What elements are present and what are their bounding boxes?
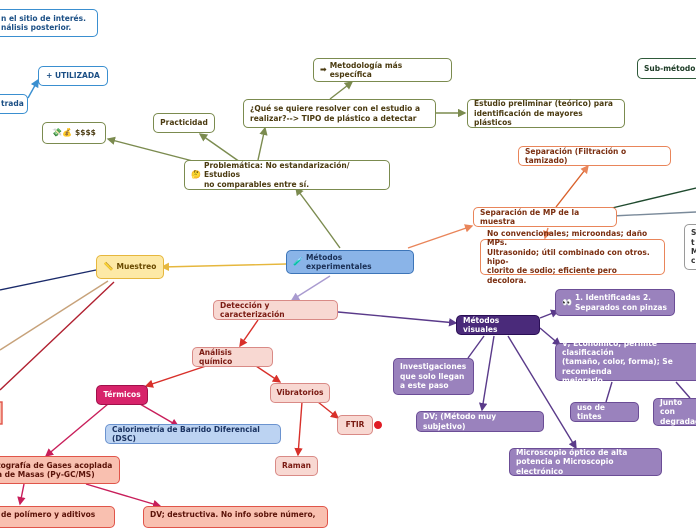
dv-destructiva-node[interactable]: DV; destructiva. No info sobre número, bbox=[143, 506, 328, 528]
money-icon: 💸💰 bbox=[52, 128, 73, 137]
investigaciones-node[interactable]: Investigaciones que solo llegan a este p… bbox=[393, 358, 474, 395]
edge-visuales-investigaciones bbox=[467, 335, 485, 359]
dsc-node[interactable]: Calorimetría de Barrido Diferencial (DSC… bbox=[105, 424, 281, 444]
central-node-metodos-experimentales[interactable]: 🧪Métodos experimentales bbox=[286, 250, 414, 274]
separacion-filtracion-node[interactable]: Separación (Filtración o tamizado) bbox=[518, 146, 671, 166]
edge-vibratorios-ftir bbox=[317, 401, 340, 419]
dinero-node[interactable]: 💸💰$$$$ bbox=[42, 122, 106, 144]
ftir-node[interactable]: FTIR bbox=[337, 415, 373, 435]
edge-visuales-microscopio bbox=[507, 335, 577, 450]
edge-veconomico-tintes bbox=[605, 381, 613, 403]
edge-separacion-filtracion bbox=[555, 164, 589, 208]
pregunta-node[interactable]: ¿Qué se quiere resolver con el estudio a… bbox=[243, 99, 436, 128]
edge-muestreo-left3 bbox=[0, 281, 115, 391]
edge-pregunta-metodologia bbox=[329, 81, 354, 100]
edge-vibratorios-raman bbox=[294, 401, 303, 457]
metodos-visuales-node[interactable]: Métodos visuales bbox=[456, 315, 540, 335]
edge-termicos-pygcms bbox=[44, 403, 109, 457]
no-convencionales-node[interactable]: No convencionales; microondas; daño MPs.… bbox=[480, 229, 665, 285]
red-dot-icon bbox=[374, 421, 382, 429]
junto-con-node[interactable]: Junto con degradac bbox=[653, 398, 696, 426]
pencil-icon: 📏 bbox=[103, 262, 114, 271]
edge-deteccion-analisis bbox=[239, 319, 259, 348]
edge-termicos-dsc bbox=[139, 403, 180, 427]
edge-problematica-pregunta bbox=[257, 126, 268, 161]
identificadas-node[interactable]: 👀1. Identificadas 2. Separados con pinza… bbox=[555, 289, 675, 316]
right-edge-box[interactable]: S t M c bbox=[684, 224, 696, 270]
edge-trada-utilizada bbox=[27, 78, 39, 99]
edge-veconomico-junto bbox=[675, 381, 691, 399]
edge-central-separacion bbox=[407, 224, 474, 249]
py-gc-ms-node[interactable]: tografía de Gases acoplada a de Masas (P… bbox=[0, 456, 120, 484]
trada-node[interactable]: trada bbox=[0, 94, 28, 114]
microscopio-node[interactable]: Microscopio óptico de alta potencia o Mi… bbox=[509, 448, 662, 476]
metodologia-node[interactable]: ➡Metodología más específica bbox=[313, 58, 452, 82]
sub-metodo-node[interactable]: Sub-método; bbox=[637, 58, 696, 79]
uso-tintes-node[interactable]: uso de tintes bbox=[570, 402, 639, 422]
edge-visuales-veconomico bbox=[539, 327, 562, 346]
edge-visuales-dvsubjetivo bbox=[478, 335, 495, 412]
problematica-node[interactable]: 🤔Problemática: No estandarización/ Estud… bbox=[184, 160, 390, 190]
edge-deteccion-visuales bbox=[337, 311, 458, 327]
edge-separacion-noconv bbox=[542, 227, 552, 240]
edge-pygcms-dv bbox=[85, 483, 162, 509]
muestreo-node[interactable]: 📏Muestreo bbox=[96, 255, 164, 279]
right-arrow-icon: ➡ bbox=[320, 65, 327, 74]
deteccion-node[interactable]: Detección y caracterización bbox=[213, 300, 338, 320]
test-tube-icon: 🧪 bbox=[293, 257, 303, 266]
dv-subjetivo-node[interactable]: DV; (Método muy subjetivo) bbox=[416, 411, 544, 432]
edge-pygcms-polimero bbox=[17, 483, 26, 506]
separacion-mp-node[interactable]: Separación de MP de la muestra bbox=[473, 207, 617, 227]
edge-central-problematica bbox=[295, 186, 341, 249]
polimero-node[interactable]: de polímero y aditivos bbox=[0, 506, 115, 528]
v-economico-node[interactable]: V; Económico, perimte clasificación (tam… bbox=[555, 339, 696, 385]
edge-analisis-termicos bbox=[144, 365, 207, 388]
termicos-node[interactable]: Térmicos bbox=[96, 385, 148, 405]
edge-muestreo-left1 bbox=[0, 269, 97, 291]
edge-separacion-rightbox bbox=[611, 211, 696, 217]
vibratorios-node[interactable]: Vibratorios bbox=[270, 383, 330, 403]
analisis-quimico-node[interactable]: Análisis químico bbox=[192, 347, 273, 367]
estudio-preliminar-node[interactable]: Estudio preliminar (teórico) para identi… bbox=[467, 99, 625, 128]
edge-central-deteccion bbox=[290, 275, 331, 301]
thinking-person-icon: 🤔 bbox=[191, 170, 201, 179]
edge-separacion-submetodo bbox=[611, 187, 696, 209]
raman-node[interactable]: Raman bbox=[275, 456, 318, 476]
sitio-interes-node[interactable]: n el sitio de interés. nálisis posterior… bbox=[0, 9, 98, 37]
edge-problematica-practicidad bbox=[198, 133, 241, 163]
left-edge-stub bbox=[0, 401, 3, 425]
edge-analisis-vibratorios bbox=[255, 365, 282, 383]
utilizada-node[interactable]: + UTILIZADA bbox=[38, 66, 108, 86]
edge-central-muestreo bbox=[160, 262, 287, 272]
edge-muestreo-left2 bbox=[0, 280, 109, 351]
eyes-icon: 👀 bbox=[562, 297, 572, 307]
practicidad-node[interactable]: Practicidad bbox=[153, 113, 215, 133]
